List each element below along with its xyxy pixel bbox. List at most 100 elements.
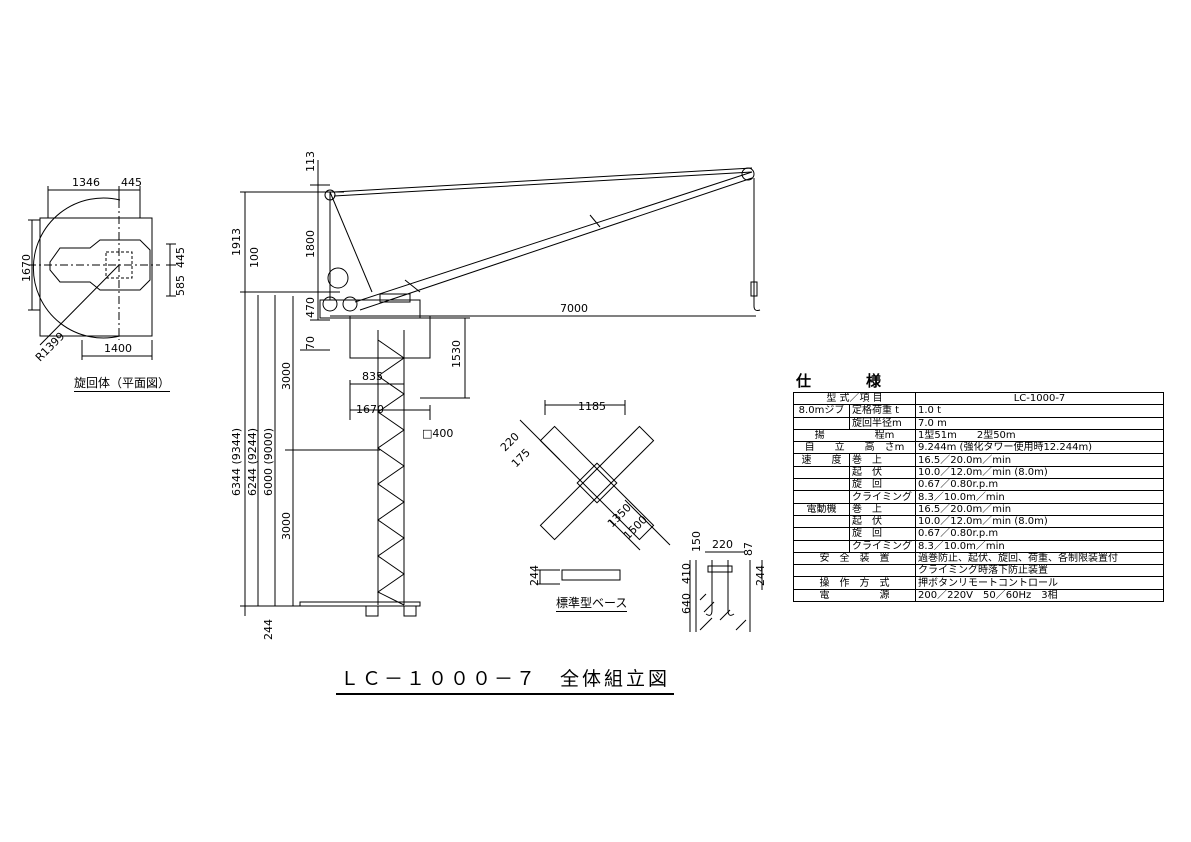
spec-value: 16.5／20.0m／min [915,502,1164,516]
anchor-dim-150: 150 [690,531,703,552]
spec-value: 9.244m (強化タワー使用時12.244m) [915,441,1164,455]
spec-sub-label: 巻 上 [849,502,916,516]
hook [753,296,761,311]
spec-title: 仕 様 [796,372,902,390]
anchor-dim-410: 410 [680,563,693,584]
dim-7000: 7000 [560,302,588,315]
spec-value: クライミング時落下防止装置 [915,564,1164,578]
base-beam-b [539,425,655,541]
dim-1800: 1800 [304,230,317,258]
slewing-body [319,299,421,319]
plan-view [28,186,176,360]
plan-view-caption: 旋回体（平面図） [74,376,171,392]
winch-drum [327,267,349,289]
spec-sub-label: クライミング [849,539,916,553]
anchor-dim-220: 220 [712,538,733,551]
anchor-dim-244: 244 [754,565,767,586]
spec-value: 過巻防止、起伏、旋回、荷重、各制限装置付 [915,551,1164,566]
base-dim-175: 175 [509,446,533,470]
spec-value: 200／220V 50／60Hz 3相 [915,588,1164,603]
dim-470: 470 [304,297,317,318]
dim-6000: 6000 (9000) [262,428,275,496]
crane-elevation [240,160,761,617]
spec-value: LC-1000-7 [915,391,1164,406]
jib-tie-rope [333,167,753,193]
spec-value: 10.0／12.0m／min (8.0m) [915,465,1164,480]
spec-value: 0.67／0.80r.p.m [915,478,1164,492]
plan-dim-1400: 1400 [104,342,132,355]
spec-group-label [793,490,850,504]
dim-6244: 6244 (9244) [246,428,259,496]
dim-tower-square: □400 [422,427,453,440]
spec-item-label [793,564,916,578]
plan-dim-445-top: 445 [121,176,142,189]
dim-1670: 1670 [356,403,384,416]
dim-1913: 1913 [230,228,243,256]
jib-upper [359,177,753,311]
spec-sub-label: 旋 回 [849,527,916,541]
mast-head-sheave [324,189,336,201]
spec-group-label [793,416,850,430]
base-view-caption: 標準型ベース [556,596,628,612]
climbing-frame [349,315,431,359]
dim-1530: 1530 [450,340,463,368]
base-dim-244: 244 [528,565,541,586]
base-center [576,462,618,504]
plan-dim-1670: 1670 [20,254,33,282]
anchor-view [689,551,763,632]
dim-3000-lower: 3000 [280,512,293,540]
spec-value: 10.0／12.0m／min (8.0m) [915,514,1164,529]
spec-sub-label: 定格荷重 t [849,404,916,418]
base-dim-1185: 1185 [578,400,606,413]
spec-value: 1.0 t [915,404,1164,418]
dim-244-bottom: 244 [262,619,275,640]
spec-sub-label: 起 伏 [849,465,916,480]
spec-item-label: 操 作 方 式 [793,576,916,590]
spec-group-label [793,527,850,541]
spec-group-label: 速 度 [793,453,850,467]
spec-sub-label: 旋回半径m [849,416,916,430]
spec-row: クライミング時落下防止装置 [793,564,1164,578]
spec-item-label: 電 源 [793,588,916,603]
spec-value: 8.3／10.0m／min [915,539,1164,553]
dim-70: 70 [304,336,317,350]
spec-group-label: 電動機 [793,502,850,516]
spec-item-label: 揚 程m [793,428,916,443]
plan-dim-585: 585 [174,275,187,296]
dim-3000-upper: 3000 [280,362,293,390]
spec-item-label: 自 立 高 さm [793,441,916,455]
standard-base-side [561,569,621,581]
dim-835: 835 [362,370,383,383]
tower-lacing [377,339,405,606]
dim-6344: 6344 (9344) [230,428,243,496]
spec-group-label [793,539,850,553]
plan-swing-arc [32,197,121,339]
spec-row: 操 作 方 式押ボタンリモートコントロール [793,576,1164,590]
spec-group-label [793,478,850,492]
base-beam-a [539,425,655,541]
spec-row: 安 全 装 置過巻防止、起伏、旋回、荷重、各制限装置付 [793,551,1164,566]
spec-item-label: 安 全 装 置 [793,551,916,566]
jib-lower [354,171,753,303]
dim-113: 113 [304,151,317,172]
spec-item-label: 型 式／項 目 [793,391,916,406]
base-view [519,400,671,585]
anchor-dim-87: 87 [742,542,755,556]
spec-sub-label: クライミング [849,490,916,504]
plan-body [49,239,151,291]
spec-value: 7.0 m [915,416,1164,430]
spec-value: 16.5／20.0m／min [915,453,1164,467]
